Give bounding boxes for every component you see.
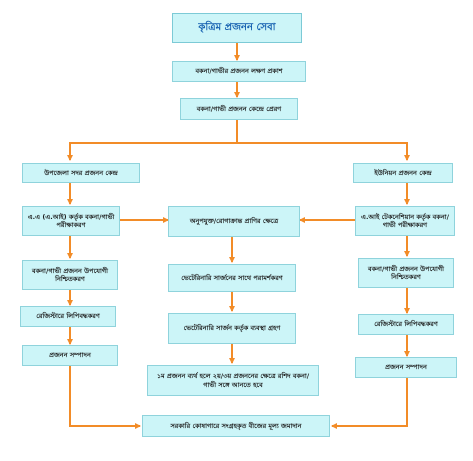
node-breeding-right: প্রজনন সম্পাদন	[355, 357, 457, 378]
node-upazila-center: উপজেলা সদর প্রজনন কেন্দ্র	[22, 163, 140, 183]
arrow-breeding-left-to-final	[69, 366, 141, 429]
arrow-branch	[67, 120, 238, 161]
node-ai-check-left: এ.এ (এ.আই) কর্তৃক বকনা/গাভী পরীক্ষাকরণ	[22, 206, 120, 236]
node-heat-signs: বকনা/গাভীর প্রজনন লক্ষণ প্রকাশ	[172, 61, 306, 82]
node-ai-check-right: এ.আই টেকনেশিয়ান কর্তৃক বকনা/গাভী পরীক্ষ…	[355, 206, 455, 236]
diagram-title: কৃত্রিম প্রজনন সেবা	[172, 13, 302, 43]
node-unsuitable: অনুপযুক্ত/রোগাক্রান্ত প্রাণির ক্ষেত্রে	[168, 206, 300, 237]
node-register-right: রেজিস্টারে লিপিবদ্ধকরণ	[358, 314, 454, 335]
node-vet-referral: ভেটেরিনারি সার্জনের সাথে পরামর্শকরণ	[168, 264, 296, 292]
node-vet-treatment: ভেটেরিনারি সার্জন কর্তৃক ব্যবস্থা গ্রহণ	[168, 313, 296, 344]
node-arrival-center: বকনা/গাভী প্রজনন কেন্দ্রে প্রেরণ	[180, 98, 298, 120]
node-repeat-note: ১ম প্রজনন ব্যর্থ হলে ২য়/৩য় প্রজননের ক্…	[147, 365, 319, 396]
node-suitable-right: বকনা/গাভী প্রজনন উপযোগী নিশ্চিতকরণ	[358, 258, 454, 288]
node-suitable-left: বকনা/গাভী প্রজনন উপযোগী নিশ্চিতকরণ	[22, 260, 118, 290]
node-final: সরকারি কোষাগারে সংগ্রহকৃত বীজের মূল্য জম…	[142, 415, 330, 437]
node-breeding-left: প্রজনন সম্পাদন	[22, 345, 118, 366]
arrow-branch-right	[237, 142, 410, 161]
arrow-breeding-right-to-final	[331, 378, 408, 429]
node-union-center: ইউনিয়ন প্রজনন কেন্দ্র	[353, 163, 453, 183]
node-register-left: রেজিস্টারে লিপিবদ্ধকরণ	[20, 306, 116, 327]
